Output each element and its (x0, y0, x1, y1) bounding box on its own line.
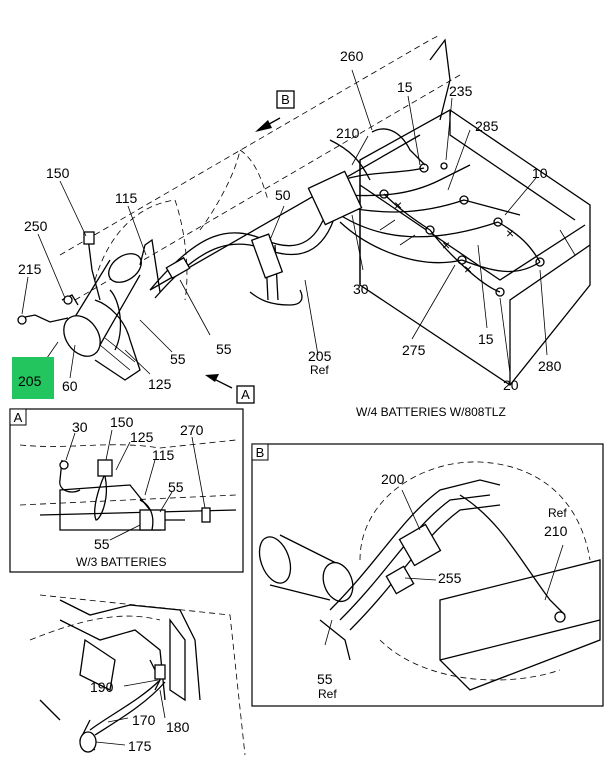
detail-b-callout-210-ref: Ref (548, 506, 567, 520)
callout-280: 280 (538, 358, 562, 374)
bottom-callout-175: 175 (128, 738, 152, 754)
detail-a-callout-55-right: 55 (168, 479, 184, 495)
detail-a-frame (9, 408, 244, 573)
detail-a-callout-55-left: 55 (94, 536, 110, 552)
view-ref-b-letter: B (281, 92, 290, 107)
bottom-callout-170: 170 (132, 712, 156, 728)
callout-275: 275 (402, 342, 426, 358)
callout-235: 235 (449, 83, 473, 99)
callout-30: 30 (353, 281, 369, 297)
svg-text:×: × (394, 197, 402, 213)
detail-b-callout-200: 200 (381, 471, 405, 487)
callout-205: 205 (18, 373, 42, 389)
view-ref-a-box (236, 385, 255, 404)
detail-a: A 30 150 125 115 270 55 55 (9, 408, 244, 573)
callout-250: 250 (24, 218, 48, 234)
detail-b-callout-255: 255 (438, 570, 462, 586)
detail-b-callout-210: 210 (544, 523, 568, 539)
svg-text:×: × (442, 237, 450, 253)
callout-210: 210 (336, 125, 360, 141)
detail-b-letter-box (251, 443, 269, 461)
detail-a-callout-115: 115 (152, 447, 175, 463)
callout-215: 215 (18, 261, 42, 277)
starter-motor (17, 231, 161, 381)
detail-b-callout-55: 55 (317, 671, 333, 687)
callout-15-bottom: 15 (478, 331, 494, 347)
callout-285: 285 (475, 118, 499, 134)
callout-115: 115 (115, 190, 138, 206)
detail-b: B 200 Ref 210 255 55 Ref (251, 443, 604, 707)
battery-box: × × × × (359, 38, 591, 386)
detail-a-callout-30: 30 (72, 419, 88, 435)
main-caption: W/4 BATTERIES W/808TLZ (356, 405, 506, 419)
bottom-view: 190 170 180 175 (29, 594, 246, 756)
detail-a-callout-150: 150 (110, 414, 134, 430)
bottom-callout-190: 190 (90, 679, 114, 695)
detail-a-callout-270: 270 (180, 422, 204, 438)
main-leader-lines (21, 69, 548, 379)
callout-125: 125 (148, 376, 172, 392)
callout-55-left: 55 (170, 351, 186, 367)
callout-150: 150 (46, 165, 70, 181)
view-ref-a-letter: A (241, 387, 250, 402)
main-view: × × × × (12, 34, 591, 419)
view-ref-b-box (276, 90, 295, 109)
bottom-callout-180: 180 (166, 719, 190, 735)
highlight-box-205 (12, 357, 54, 399)
callout-60: 60 (62, 378, 78, 394)
svg-text:×: × (506, 225, 514, 241)
callout-205-main: 205 (308, 348, 332, 364)
detail-a-caption: W/3 BATTERIES (76, 555, 166, 569)
detail-b-drawing (258, 461, 601, 691)
callout-15-top: 15 (397, 79, 413, 95)
view-arrow-b: B (255, 90, 295, 132)
callout-50: 50 (275, 187, 291, 203)
callout-205-ref: Ref (310, 363, 329, 377)
main-cable-run (149, 170, 363, 306)
svg-text:×: × (464, 261, 472, 277)
callout-260: 260 (340, 48, 364, 64)
callout-55-mid: 55 (216, 341, 232, 357)
detail-a-letter: A (14, 410, 23, 425)
main-callouts: 260 15 235 285 210 10 50 115 150 250 215… (18, 48, 562, 394)
callout-10: 10 (532, 165, 548, 181)
detail-a-letter-box (9, 408, 27, 426)
detail-b-callout-55-ref: Ref (318, 687, 337, 701)
detail-b-letter: B (256, 445, 265, 460)
view-arrow-a: A (205, 374, 255, 404)
detail-b-frame (251, 443, 604, 707)
callout-20: 20 (503, 377, 519, 393)
detail-a-callout-125: 125 (130, 429, 154, 445)
detail-a-drawing (19, 429, 237, 541)
